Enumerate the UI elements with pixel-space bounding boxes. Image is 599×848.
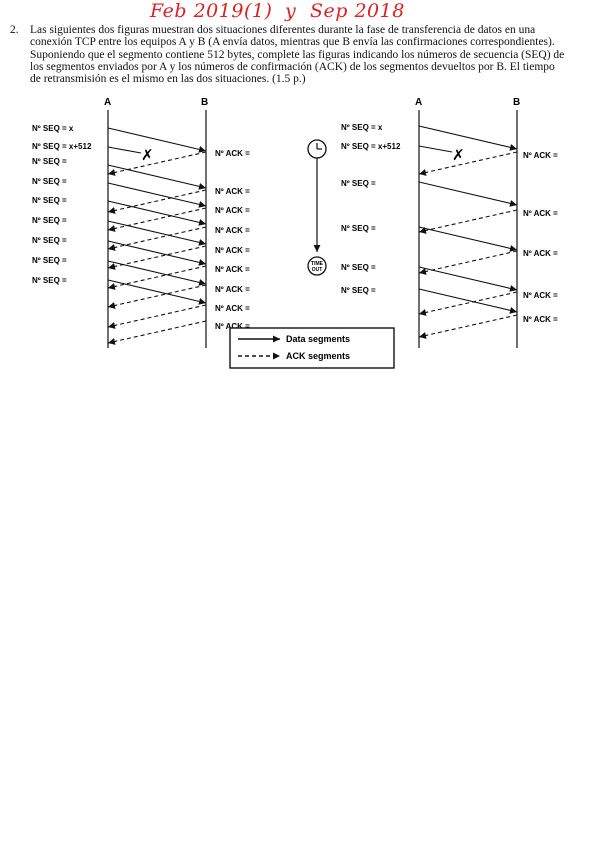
fig1-ack-segment xyxy=(107,226,207,251)
question-text: Las siguientes dos figuras muestran dos … xyxy=(30,24,565,86)
fig2-host-b-label: B xyxy=(513,97,520,108)
fig2-host-a-label: A xyxy=(415,97,422,108)
fig2-ack-label: Nº ACK = xyxy=(523,249,558,258)
question-number: 2. xyxy=(10,24,19,36)
timeout-icon: TIME OUT xyxy=(307,256,327,276)
fig1-seq-label: Nº SEQ = xyxy=(32,177,67,186)
fig1-ack-label: Nº ACK = xyxy=(215,149,250,158)
fig1-ack-label: Nº ACK = xyxy=(215,226,250,235)
fig2-seq-label: Nº SEQ = xyxy=(341,286,376,295)
fig1-ack-label: Nº ACK = xyxy=(215,246,250,255)
fig2-seq-label: Nº SEQ = xyxy=(341,224,376,233)
fig1-data-segment xyxy=(107,279,207,305)
fig1-ack-label: Nº ACK = xyxy=(215,187,250,196)
fig2-data-segment xyxy=(418,125,518,151)
fig1-data-segment xyxy=(107,164,207,190)
handwritten-date-sep: Sep 2018 xyxy=(310,0,405,22)
fig1-seq-label: Nº SEQ = xyxy=(32,276,67,285)
fig1-ack-segment xyxy=(107,151,207,176)
fig1-ack-label: Nº ACK = xyxy=(215,206,250,215)
legend: Data segments ACK segments xyxy=(229,327,395,369)
fig1-seq-label: Nº SEQ = xyxy=(32,216,67,225)
fig1-data-segment xyxy=(107,260,207,286)
fig1-data-segment xyxy=(107,200,207,226)
fig2-ack-segment xyxy=(418,250,518,275)
fig1-data-segment xyxy=(107,240,207,266)
fig2-seq-label: Nº SEQ = x+512 xyxy=(341,142,401,151)
clock-icon xyxy=(307,139,327,159)
fig1-seq-label: Nº SEQ = x xyxy=(32,124,74,133)
fig1-seq-label: Nº SEQ = xyxy=(32,256,67,265)
fig2-loss-mark: ✗ xyxy=(452,146,465,164)
handwritten-date-feb: Feb 2019(1) xyxy=(150,0,273,22)
fig2-ack-segment xyxy=(418,314,518,339)
fig1-data-segment-lost xyxy=(107,146,142,154)
fig1-seq-label: Nº SEQ = x+512 xyxy=(32,142,92,151)
fig2-data-segment xyxy=(418,288,518,314)
fig1-host-a-label: A xyxy=(104,97,111,108)
fig2-data-segment xyxy=(418,226,518,252)
fig1-seq-labels: Nº SEQ = x Nº SEQ = x+512 Nº SEQ = Nº SE… xyxy=(32,124,92,285)
fig1-ack-segment xyxy=(107,245,207,270)
fig1-loss-mark: ✗ xyxy=(141,146,154,164)
fig2-ack-segment xyxy=(418,151,518,176)
legend-ack-label: ACK segments xyxy=(286,351,350,361)
figure-1: A B ✗ Nº SEQ = x Nº SEQ = x+512 Nº SEQ =… xyxy=(32,97,250,348)
fig1-ack-segment xyxy=(107,284,207,309)
fig2-data-segment xyxy=(418,181,518,207)
fig2-ack-label: Nº ACK = xyxy=(523,151,558,160)
fig1-ack-labels: Nº ACK = Nº ACK = Nº ACK = Nº ACK = Nº A… xyxy=(215,149,250,331)
fig1-seq-label: Nº SEQ = xyxy=(32,157,67,166)
fig2-ack-segment xyxy=(418,209,518,234)
fig2-seq-label: Nº SEQ = xyxy=(341,179,376,188)
timeout-text-line2: OUT xyxy=(312,267,323,273)
fig1-data-segment xyxy=(107,182,207,208)
fig1-seq-label: Nº SEQ = xyxy=(32,236,67,245)
fig1-ack-segment xyxy=(107,265,207,290)
handwritten-conjunction: y xyxy=(285,0,297,22)
fig1-data-segment xyxy=(107,127,207,153)
fig1-seq-label: Nº SEQ = xyxy=(32,196,67,205)
fig2-ack-label: Nº ACK = xyxy=(523,209,558,218)
legend-data-label: Data segments xyxy=(286,334,350,344)
fig1-ack-label: Nº ACK = xyxy=(215,285,250,294)
fig2-ack-labels: Nº ACK = Nº ACK = Nº ACK = Nº ACK = Nº A… xyxy=(523,151,558,324)
fig2-seq-label: Nº SEQ = xyxy=(341,263,376,272)
timeout-text-line1: TIME xyxy=(311,261,324,267)
fig1-ack-segment xyxy=(107,207,207,232)
fig1-ack-label: Nº ACK = xyxy=(215,322,250,331)
fig2-seq-label: Nº SEQ = x xyxy=(341,123,383,132)
fig1-ack-segment xyxy=(107,304,207,329)
fig1-ack-segment xyxy=(107,320,207,345)
figure-2: A B TIME OUT ✗ Nº SEQ = x xyxy=(307,97,558,348)
handwritten-exam-dates: Feb 2019(1) y Sep 2018 xyxy=(150,0,470,24)
fig2-ack-label: Nº ACK = xyxy=(523,315,558,324)
fig2-seq-labels: Nº SEQ = x Nº SEQ = x+512 Nº SEQ = Nº SE… xyxy=(341,123,401,295)
fig2-data-segment xyxy=(418,266,518,292)
fig1-ack-label: Nº ACK = xyxy=(215,304,250,313)
fig1-data-segment xyxy=(107,220,207,246)
fig2-data-segment-lost xyxy=(418,145,453,153)
fig2-ack-segment xyxy=(418,291,518,316)
fig1-ack-segment xyxy=(107,189,207,214)
fig2-ack-label: Nº ACK = xyxy=(523,291,558,300)
fig1-host-b-label: B xyxy=(201,97,208,108)
fig1-ack-label: Nº ACK = xyxy=(215,265,250,274)
